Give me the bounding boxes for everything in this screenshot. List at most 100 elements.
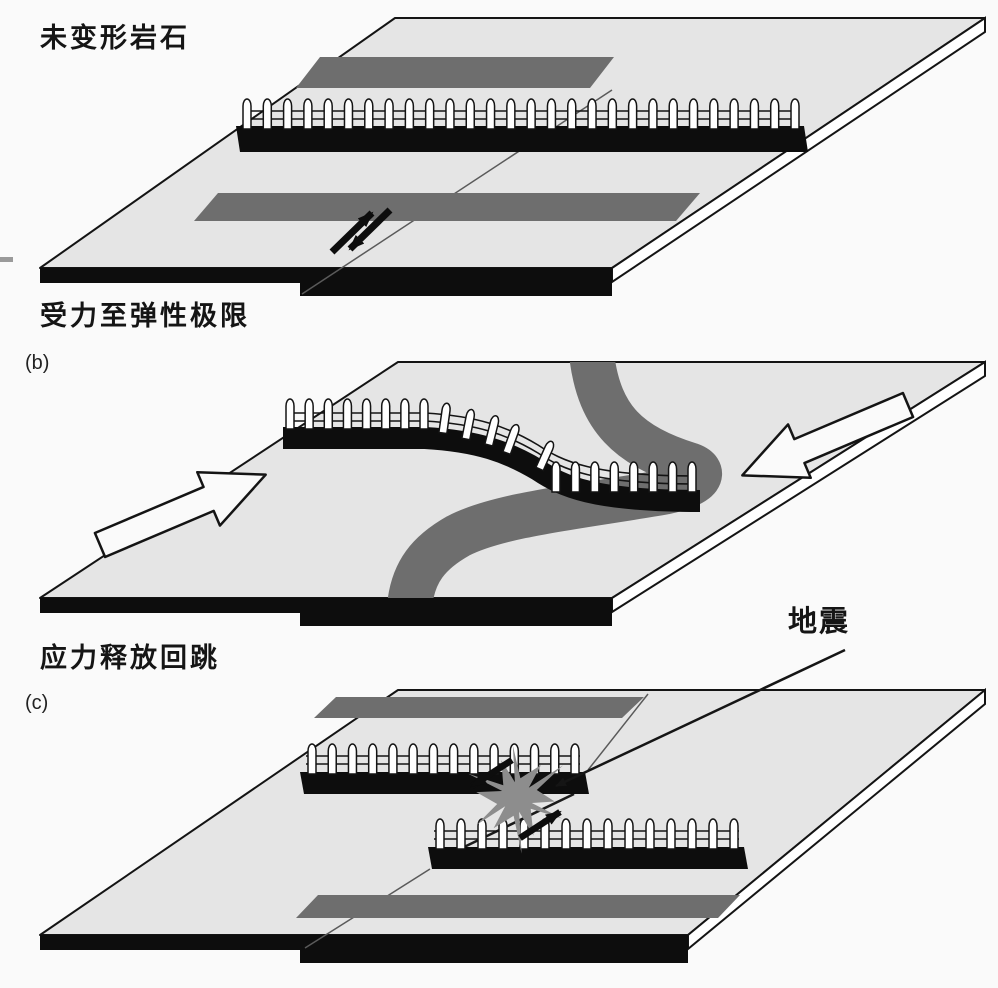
fence-picket — [769, 98, 780, 130]
panel-c-title: 应力释放回跳 — [40, 643, 220, 673]
fence-picket — [749, 98, 760, 130]
slab-front-face-offset-block — [300, 283, 612, 296]
slip-direction-arrows — [470, 757, 562, 841]
fence-picket — [570, 461, 581, 493]
fence-picket — [546, 98, 557, 130]
slab-front-face — [40, 935, 688, 950]
fence-rail — [288, 420, 697, 485]
fence-pickets — [242, 98, 800, 130]
fence-picket — [628, 461, 639, 493]
shear-arrow-right — [741, 391, 915, 480]
fence-picket — [428, 743, 439, 775]
panel-b-title: 受力至弹性极限 — [40, 301, 250, 331]
fence-picket — [347, 743, 358, 775]
fence-picket — [304, 398, 314, 430]
fence-picket — [526, 98, 536, 130]
fence-rail — [288, 412, 697, 477]
fence-picket — [477, 818, 487, 850]
fence-picket — [648, 98, 658, 130]
fence-picket — [587, 98, 597, 130]
fence-base-band-right — [428, 847, 748, 869]
fence-picket — [483, 415, 500, 447]
fence-picket — [666, 818, 676, 850]
fence-picket — [404, 98, 415, 130]
fence-picket — [323, 98, 333, 130]
fence-picket — [687, 461, 697, 493]
fence-picket — [708, 818, 718, 850]
fence-picket — [667, 461, 678, 493]
fence-picket — [323, 398, 334, 430]
fence-picket — [627, 98, 638, 130]
fence-base-band — [236, 126, 808, 152]
fence-pickets — [307, 743, 580, 775]
fence-picket — [668, 98, 678, 130]
fence-picket — [282, 98, 293, 130]
slab-top-surface — [39, 361, 986, 599]
fence-picket — [469, 743, 479, 775]
fence-picket — [609, 461, 620, 493]
road-stripe-back — [314, 697, 644, 718]
earthquake-callout-arrow — [555, 648, 846, 788]
fence-picket — [607, 98, 618, 130]
road-stripe-front — [296, 895, 740, 918]
fence-picket — [456, 818, 466, 850]
slab-front-face — [40, 268, 612, 283]
fence-picket — [343, 98, 354, 130]
fence-pickets — [285, 398, 697, 493]
earthquake-callout-label: 地震 — [788, 606, 851, 638]
fence-picket — [461, 408, 476, 441]
panel-b-tag: (b) — [25, 352, 50, 374]
fence-picket — [307, 743, 317, 775]
fault-motion-arrows — [329, 207, 393, 255]
fence-picket — [687, 818, 697, 850]
fence-base-band-bent — [283, 427, 701, 512]
panel-a-title: 未变形岩石 — [40, 23, 190, 53]
fence-picket — [551, 461, 561, 493]
panel-b — [39, 360, 986, 626]
fence-picket — [529, 743, 540, 775]
fence-picket — [364, 98, 374, 130]
fence-picket — [465, 98, 476, 130]
road-stripe-back — [296, 57, 614, 88]
fence-picket — [645, 818, 655, 850]
fence-picket — [506, 98, 516, 130]
road-stripe-front — [194, 193, 700, 221]
fence-picket — [448, 743, 459, 775]
panel-c — [39, 648, 986, 963]
fence-picket — [729, 98, 739, 130]
fence-picket — [408, 743, 418, 775]
fence-picket — [419, 398, 429, 430]
fence-picket — [790, 98, 800, 130]
fence-picket — [424, 98, 435, 130]
slab-front-face — [40, 598, 612, 613]
fence-picket — [342, 398, 353, 430]
fence-picket — [285, 398, 295, 430]
fence-picket — [327, 743, 337, 775]
earthquake-burst-icon — [468, 745, 564, 854]
fence-picket — [262, 98, 273, 130]
fence-picket — [400, 398, 410, 430]
fence-picket — [303, 98, 313, 130]
fence-base-band-left — [300, 772, 589, 794]
fence-picket — [501, 423, 520, 456]
fence-picket — [485, 98, 496, 130]
fence-picket — [367, 743, 378, 775]
left-margin-tick — [0, 257, 13, 262]
fence-picket — [570, 743, 580, 775]
fence-picket — [729, 818, 739, 850]
slab-front-face-offset-block — [300, 950, 688, 963]
fault-line — [301, 89, 613, 295]
fence-picket — [624, 818, 634, 850]
fence-picket — [603, 818, 613, 850]
fence-picket — [590, 461, 600, 493]
fence-picket — [534, 440, 555, 472]
fence-picket — [688, 98, 699, 130]
shear-arrow-left — [93, 470, 267, 559]
fence-pickets — [435, 818, 739, 850]
fence-picket — [435, 818, 445, 850]
panel-a — [39, 16, 986, 296]
fence-picket — [582, 818, 592, 850]
fence-picket — [561, 818, 571, 850]
fence-picket — [384, 98, 394, 130]
